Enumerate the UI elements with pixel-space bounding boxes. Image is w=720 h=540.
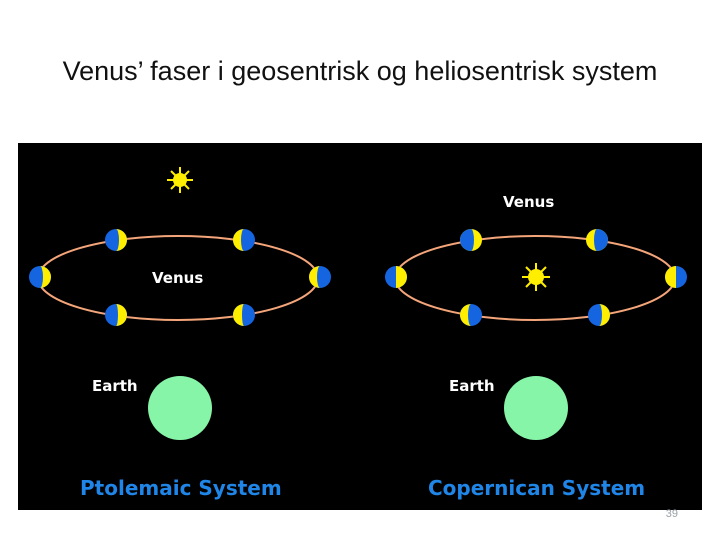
- venus-phase-icon: [665, 266, 687, 288]
- ptolemaic-system-title: Ptolemaic System: [80, 476, 282, 500]
- venus-phase-icon: [105, 304, 127, 326]
- venus-label: Venus: [152, 269, 203, 287]
- sun-icon: [522, 263, 550, 291]
- earth-label: Earth: [449, 377, 495, 395]
- venus-phase-icon: [29, 266, 51, 288]
- slide-title: Venus’ faser i geosentrisk og heliosentr…: [0, 56, 720, 87]
- venus-phase-icon: [460, 304, 482, 326]
- venus-phase-icon: [309, 266, 331, 288]
- earth-icon: [504, 376, 568, 440]
- venus-phase-icon: [385, 266, 407, 288]
- venus-phases-diagram: Venus Earth Ptolemaic System: [18, 143, 702, 510]
- earth-label: Earth: [92, 377, 138, 395]
- venus-phase-icon: [105, 229, 127, 251]
- venus-phase-icon: [588, 304, 610, 326]
- venus-phase-icon: [586, 229, 608, 251]
- diagram-background: [18, 143, 702, 510]
- page-number: 39: [666, 508, 678, 520]
- venus-label: Venus: [503, 193, 554, 211]
- venus-phase-icon: [460, 229, 482, 251]
- earth-icon: [148, 376, 212, 440]
- copernican-system-title: Copernican System: [428, 476, 645, 500]
- venus-phase-icon: [233, 229, 255, 251]
- venus-phase-icon: [233, 304, 255, 326]
